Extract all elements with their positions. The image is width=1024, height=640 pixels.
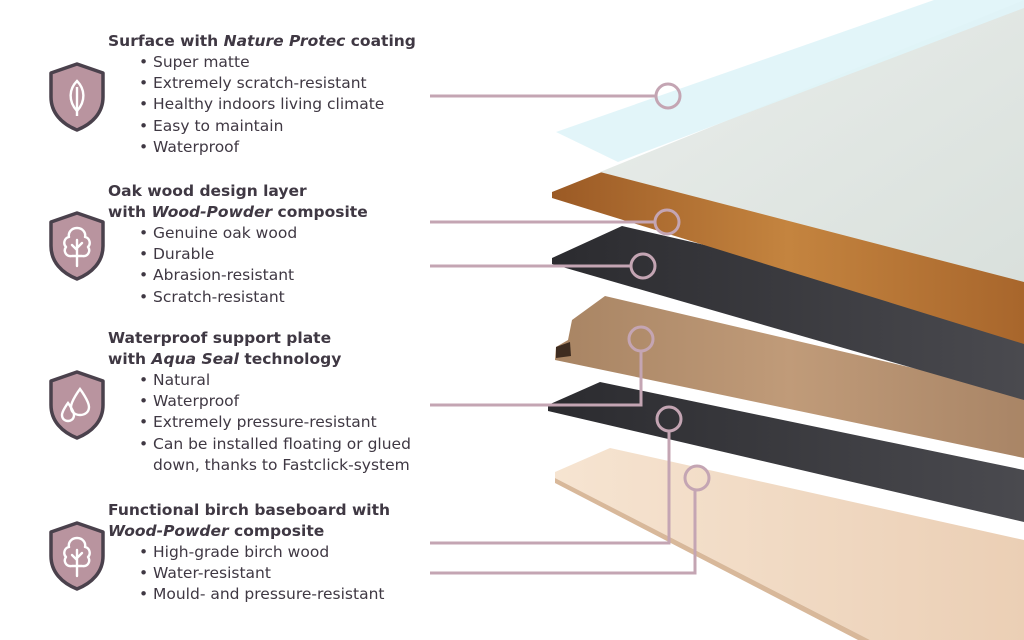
heading-brand-text: Nature Protec: [223, 32, 346, 50]
heading-text: composite: [228, 522, 325, 540]
section-oak-design-layer: Oak wood design layer with Wood-Powder c…: [108, 181, 368, 308]
birch-baseboard-edge: [555, 478, 870, 640]
water-drops-icon: [49, 370, 105, 440]
heading-text: with: [108, 203, 152, 221]
coating-layer: [556, 0, 1024, 162]
section-birch-baseboard: Functional birch baseboard with Wood-Pow…: [108, 500, 390, 606]
feature-item: Healthy indoors living climate: [139, 94, 416, 115]
section-support-plate: Waterproof support plate with Aqua Seal …: [108, 328, 411, 476]
section-surface-coating: Surface with Nature Protec coating Super…: [108, 31, 416, 158]
birch-baseboard-layer: [555, 448, 1024, 640]
connector-black-top-marker: [629, 252, 657, 280]
heading-text: Functional birch baseboard with: [108, 501, 391, 519]
layer-stack: [548, 0, 1024, 640]
feature-item: Waterproof: [139, 137, 416, 158]
connector-lines: [430, 82, 711, 575]
heading-text: Waterproof support plate: [108, 329, 332, 347]
section-heading: with Aqua Seal technology: [108, 349, 411, 370]
feature-list: Natural Waterproof Extremely pressure-re…: [108, 370, 411, 476]
heading-brand-text: Wood-Powder: [151, 203, 273, 221]
heading-brand-text: Aqua Seal: [151, 350, 239, 368]
connector-birch: [430, 491, 697, 575]
feature-item: Mould- and pressure-resistant: [139, 584, 390, 605]
section-heading: Surface with Nature Protec coating: [108, 31, 416, 52]
surface-top: [600, 0, 1024, 282]
feature-item-continuation: down, thanks to Fastclick-system: [153, 455, 410, 474]
heading-text: with: [108, 350, 152, 368]
connector-black-bottom: [430, 432, 671, 545]
connector-birch-marker: [683, 464, 711, 492]
heading-brand-text: Wood-Powder: [108, 522, 229, 540]
tree-icon: [49, 521, 105, 591]
connector-coating-marker: [654, 82, 682, 110]
feature-item: Super matte: [139, 52, 416, 73]
section-heading: Wood-Powder composite: [108, 521, 390, 542]
connector-support: [430, 352, 643, 407]
feature-list: High-grade birch wood Water-resistant Mo…: [108, 542, 390, 606]
feature-item: Can be installed floating or glued: [139, 434, 411, 455]
heading-text: Oak wood design layer: [108, 182, 307, 200]
bottom-black-layer: [548, 382, 1024, 522]
feature-item: Water-resistant: [139, 563, 390, 584]
feature-item: Natural: [139, 370, 411, 391]
heading-text: Surface with: [108, 32, 224, 50]
section-heading: Oak wood design layer: [108, 181, 368, 202]
support-plate-layer: [555, 296, 1024, 458]
section-heading: Functional birch baseboard with: [108, 500, 390, 521]
top-black-layer: [552, 226, 1024, 400]
feature-item: Extremely pressure-resistant: [139, 412, 411, 433]
feature-item: Abrasion-resistant: [139, 265, 368, 286]
feature-list: Super matte Extremely scratch-resistant …: [108, 52, 416, 158]
connector-black-bottom-marker: [655, 405, 683, 433]
feature-list: Genuine oak wood Durable Abrasion-resist…: [108, 223, 368, 308]
feature-item: Scratch-resistant: [139, 287, 368, 308]
connector-support-marker: [627, 325, 655, 353]
feature-item: Easy to maintain: [139, 116, 416, 137]
leaf-icon: [49, 62, 105, 132]
feature-item: High-grade birch wood: [139, 542, 390, 563]
support-plate-groove: [556, 342, 571, 358]
heading-text: composite: [272, 203, 368, 221]
oak-design-layer: [552, 156, 1024, 344]
heading-text: technology: [238, 350, 342, 368]
section-heading: with Wood-Powder composite: [108, 202, 368, 223]
feature-item: Durable: [139, 244, 368, 265]
heading-text: coating: [345, 32, 416, 50]
section-heading: Waterproof support plate: [108, 328, 411, 349]
connector-oak-marker: [653, 208, 681, 236]
tree-icon: [49, 211, 105, 281]
feature-item: Waterproof: [139, 391, 411, 412]
feature-item: Genuine oak wood: [139, 223, 368, 244]
feature-item: Extremely scratch-resistant: [139, 73, 416, 94]
